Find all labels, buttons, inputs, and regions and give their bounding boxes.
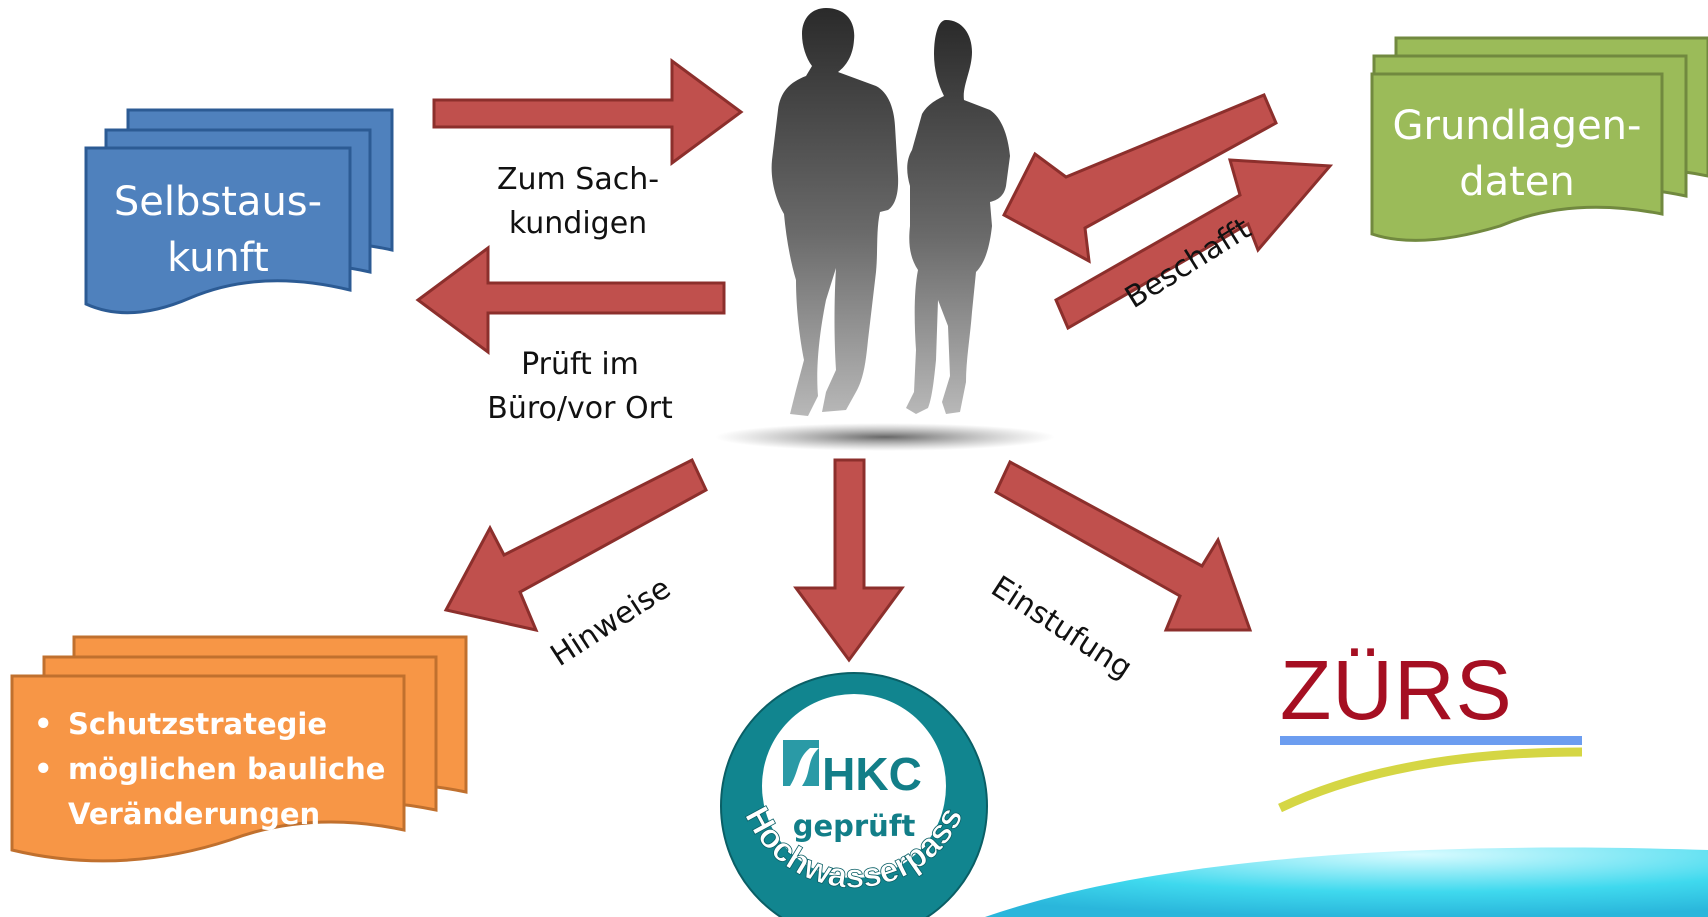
selbstauskunft-line1: Selbstaus- [113, 179, 323, 225]
grundlagendaten-line1: Grundlagen- [1392, 103, 1642, 149]
hkc-status-text: geprüft [793, 809, 916, 843]
bullet-item: möglichen bauliche Veränderungen [12, 747, 402, 837]
label-zum-sachkundigen: Zum Sach- kundigen [478, 158, 678, 245]
label-line: Prüft im [521, 347, 639, 382]
zuers-logo [1278, 736, 1583, 813]
arrow-from-grundlagendaten [1002, 93, 1278, 264]
arrow-einstufung [994, 459, 1253, 632]
label-prueft: Prüft im Büro/vor Ort [470, 343, 690, 430]
selbstauskunft-document-stack [84, 108, 394, 315]
arrow-to-sachkundigen [432, 58, 744, 166]
bullet-item: Schutzstrategie [12, 702, 402, 747]
water-decoration [985, 847, 1708, 917]
hkc-logo-icon [783, 740, 819, 786]
flow-arrows [415, 58, 1334, 663]
label-line: Zum Sach- [496, 162, 660, 197]
grundlagendaten-document-stack [1370, 36, 1708, 242]
arrow-hinweise [443, 457, 708, 633]
grundlagendaten-line2: daten [1459, 159, 1575, 205]
businesspeople-silhouette-icon [715, 8, 1055, 451]
hkc-badge: HKC geprüft Hochwasserpass [720, 672, 988, 917]
arrow-beschafft [1054, 158, 1334, 331]
zuers-logo-text: ZÜRS [1280, 643, 1513, 737]
selbstauskunft-line2: kunft [167, 235, 269, 281]
zuers-blue-stripe [1280, 736, 1582, 745]
hkc-logo-text: HKC [822, 748, 922, 800]
selbstauskunft-label: Selbstaus- kunft [86, 174, 350, 286]
label-line: Büro/vor Ort [487, 390, 673, 426]
label-line: kundigen [508, 205, 648, 241]
arrow-hkc [793, 458, 905, 663]
hinweise-bullet-list: Schutzstrategie möglichen bauliche Verän… [12, 702, 402, 837]
arrow-prueft [415, 245, 726, 355]
grundlagendaten-label: Grundlagen- daten [1372, 98, 1662, 210]
zuers-yellow-stripe [1278, 747, 1583, 813]
